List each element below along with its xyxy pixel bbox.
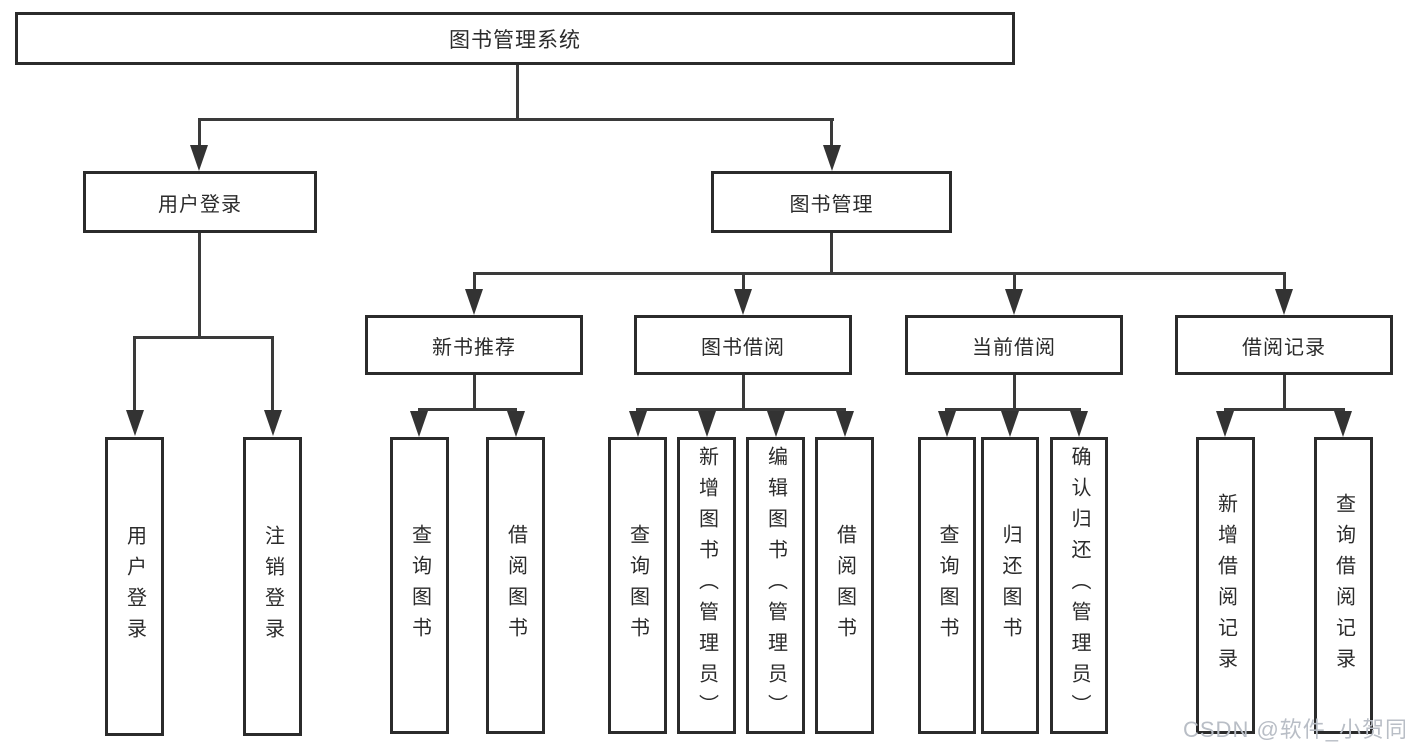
- connector-split: [636, 408, 846, 411]
- arrow-down-icon: [734, 289, 752, 315]
- arrow-down-icon: [410, 411, 428, 437]
- leaf-query-books-1: 查询图书: [390, 437, 449, 734]
- connector-stub: [473, 272, 476, 290]
- arrow-down-icon: [938, 411, 956, 437]
- csdn-watermark: CSDN @软件_小贺同学: [1183, 717, 1405, 742]
- leaf-label: 编辑图书（管理员）: [764, 446, 787, 725]
- connector-book-mgmt-split: [473, 272, 1285, 275]
- connector-split: [1224, 408, 1345, 411]
- leaf-add-books-admin: 新增图书（管理员）: [677, 437, 736, 734]
- arrow-down-icon: [836, 411, 854, 437]
- leaf-label: 借阅图书: [504, 523, 527, 648]
- connector-stub: [830, 118, 833, 146]
- connector-stub: [198, 118, 201, 146]
- arrow-down-icon: [190, 145, 208, 171]
- leaf-label: 用户登录: [123, 524, 146, 649]
- leaf-label: 注销登录: [261, 524, 284, 649]
- node-current-borrowing: 当前借阅: [905, 315, 1123, 375]
- leaf-label: 确认归还（管理员）: [1068, 446, 1090, 725]
- connector-split: [418, 408, 517, 411]
- arrow-down-icon: [1005, 289, 1023, 315]
- connector-root-stem: [516, 65, 519, 118]
- connector-stem: [742, 375, 745, 408]
- leaf-query-books-2: 查询图书: [608, 437, 667, 734]
- leaf-label: 借阅图书: [833, 523, 856, 648]
- connector-stem: [1013, 375, 1016, 408]
- connector-book-mgmt-stem: [830, 233, 833, 272]
- arrow-down-icon: [629, 411, 647, 437]
- connector-stub: [1013, 272, 1016, 290]
- connector-split: [945, 408, 1081, 411]
- arrow-down-icon: [126, 410, 144, 436]
- leaf-label: 查询借阅记录: [1332, 492, 1355, 679]
- leaf-label: 查询图书: [626, 523, 649, 648]
- connector-user-login-split: [133, 336, 274, 339]
- node-user-login: 用户登录: [83, 171, 317, 233]
- connector-stub: [271, 336, 274, 411]
- leaf-query-books-3: 查询图书: [918, 437, 976, 734]
- arrow-down-icon: [264, 410, 282, 436]
- connector-stem: [1283, 375, 1286, 408]
- node-borrowing-records: 借阅记录: [1175, 315, 1393, 375]
- arrow-down-icon: [1275, 289, 1293, 315]
- node-book-management: 图书管理: [711, 171, 952, 233]
- arrow-down-icon: [767, 411, 785, 437]
- leaf-label: 新增图书（管理员）: [695, 446, 718, 725]
- leaf-label: 查询图书: [936, 523, 958, 648]
- leaf-add-borrow-record: 新增借阅记录: [1196, 437, 1255, 734]
- arrow-down-icon: [1070, 411, 1088, 437]
- connector-stem: [473, 375, 476, 408]
- leaf-borrow-books-2: 借阅图书: [815, 437, 874, 734]
- node-new-book-recommendation: 新书推荐: [365, 315, 583, 375]
- leaf-label: 查询图书: [408, 523, 431, 648]
- leaf-label: 新增借阅记录: [1214, 492, 1237, 679]
- arrow-down-icon: [1334, 411, 1352, 437]
- arrow-down-icon: [823, 145, 841, 171]
- connector-stub: [1283, 272, 1286, 290]
- leaf-label: 归还图书: [999, 523, 1021, 648]
- connector-stub: [133, 336, 136, 411]
- leaf-borrow-books-1: 借阅图书: [486, 437, 545, 734]
- arrow-down-icon: [1001, 411, 1019, 437]
- arrow-down-icon: [465, 289, 483, 315]
- leaf-return-books: 归还图书: [981, 437, 1039, 734]
- connector-stub: [742, 272, 745, 290]
- connector-user-login-stem: [198, 233, 201, 336]
- leaf-edit-books-admin: 编辑图书（管理员）: [746, 437, 805, 734]
- leaf-logout: 注销登录: [243, 437, 302, 736]
- arrow-down-icon: [507, 411, 525, 437]
- arrow-down-icon: [698, 411, 716, 437]
- node-library-management-system: 图书管理系统: [15, 12, 1015, 65]
- connector-root-split: [198, 118, 834, 121]
- leaf-confirm-return-admin: 确认归还（管理员）: [1050, 437, 1108, 734]
- leaf-user-login: 用户登录: [105, 437, 164, 736]
- arrow-down-icon: [1216, 411, 1234, 437]
- leaf-query-borrow-record: 查询借阅记录: [1314, 437, 1373, 734]
- node-book-borrowing: 图书借阅: [634, 315, 852, 375]
